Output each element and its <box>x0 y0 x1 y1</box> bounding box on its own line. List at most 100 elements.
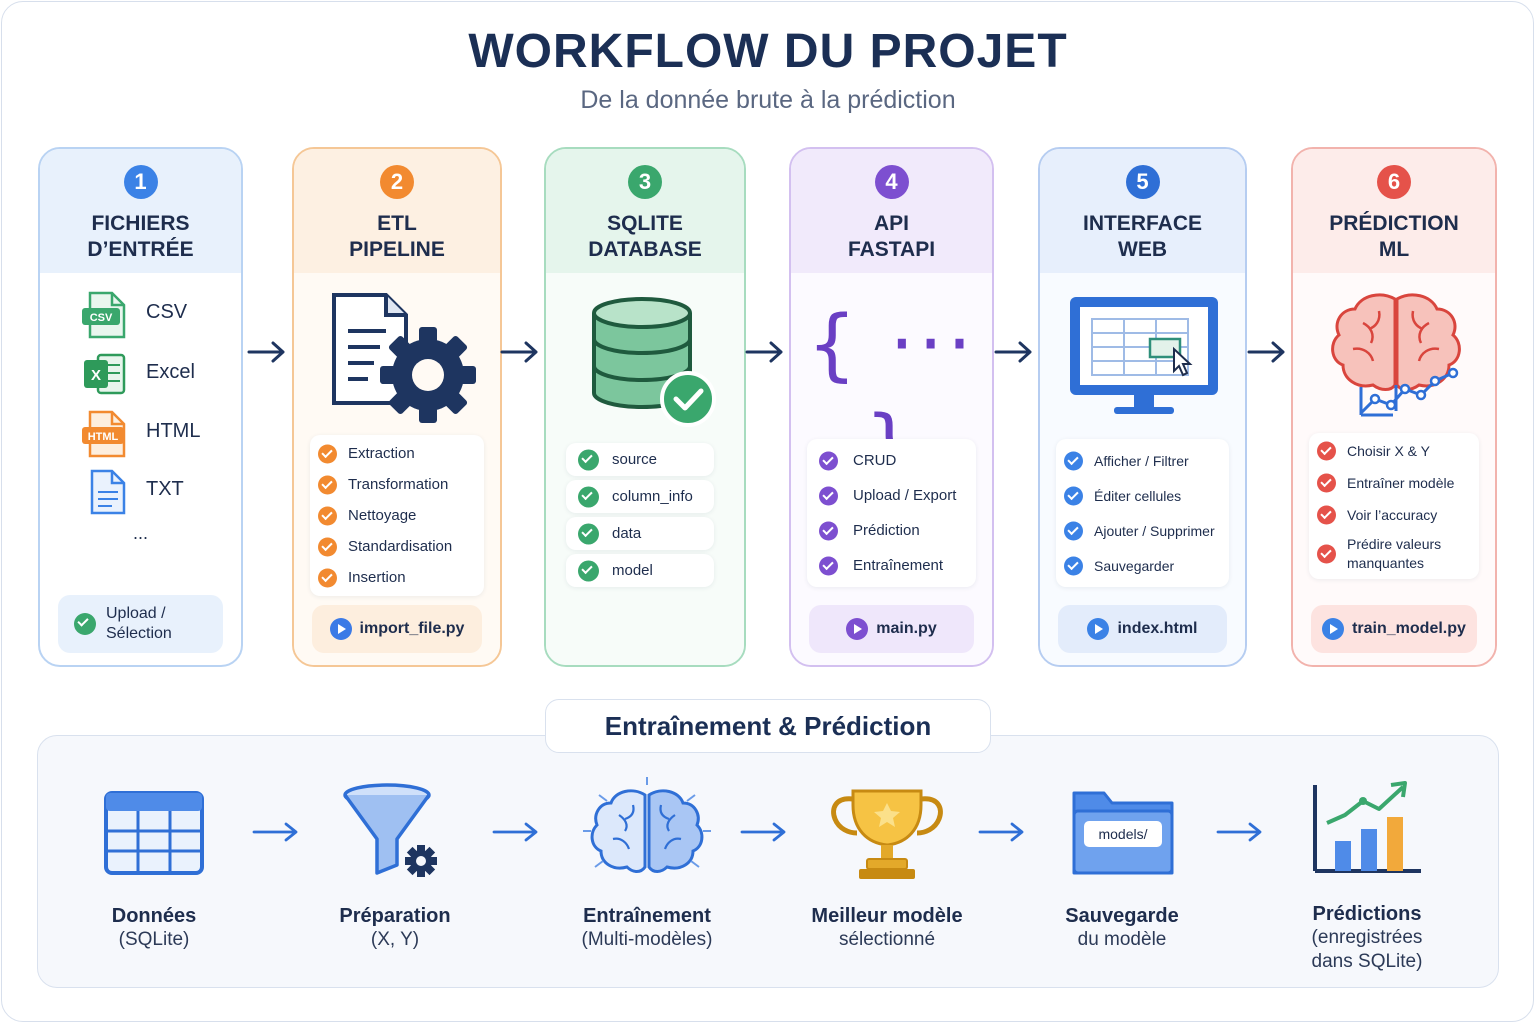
training-icon <box>819 556 838 575</box>
check-icon <box>1317 441 1336 461</box>
step-predictions: Prédictions (enregistrées dans SQLite) <box>1267 775 1467 974</box>
step-data: Données (SQLite) <box>54 775 254 952</box>
file-name: index.html <box>1117 620 1198 637</box>
step-sublabel: (SQLite) <box>118 929 190 950</box>
card-body: source column_info data model <box>546 273 744 665</box>
check-icon <box>318 537 337 556</box>
list-item: Sauvegarder <box>1056 548 1229 583</box>
card-body: Extraction Transformation Nettoyage Stan… <box>294 273 500 665</box>
file-row-html: HTML HTML <box>80 410 240 460</box>
step-sublabel: (enregistrées <box>1311 927 1423 948</box>
database-check-icon <box>592 297 716 427</box>
list-item: Insertion <box>310 562 484 593</box>
file-label: TXT <box>146 478 184 500</box>
step-label: Entraînement <box>583 905 711 927</box>
step-label: Sauvegarde <box>1065 905 1179 927</box>
ml-step-list: Choisir X & Y Entraîner modèle Voir l’ac… <box>1309 433 1479 579</box>
step-preparation: Préparation (X, Y) <box>295 775 495 952</box>
play-icon <box>329 618 352 640</box>
check-icon <box>74 613 96 635</box>
step-sublabel: dans SQLite) <box>1311 951 1423 972</box>
filter-icon <box>1064 451 1083 470</box>
step-number-badge: 6 <box>1377 165 1411 199</box>
list-item: Transformation <box>310 469 484 500</box>
list-item: Extraction <box>310 438 484 469</box>
file-pill-main[interactable]: main.py <box>809 605 974 653</box>
training-prediction-panel <box>37 735 1499 988</box>
step-number-badge: 2 <box>380 165 414 199</box>
list-item: source <box>566 443 714 476</box>
check-icon <box>1317 505 1336 525</box>
step-number-badge: 1 <box>123 165 158 199</box>
check-icon <box>578 523 599 544</box>
list-item: Éditer cellules <box>1056 478 1229 513</box>
card-body: Choisir X & Y Entraîner modèle Voir l’ac… <box>1293 273 1495 665</box>
folder-icon: models/ <box>1072 791 1174 875</box>
file-label: Excel <box>146 361 195 383</box>
card-body: CSV CSV X Excel <box>40 273 241 665</box>
file-row-txt: TXT <box>80 468 240 518</box>
page-subtitle: De la donnée brute à la prédiction <box>580 86 956 114</box>
trophy-icon <box>831 789 943 879</box>
check-icon <box>318 475 337 494</box>
step-number-badge: 3 <box>628 165 662 199</box>
list-item: Prédiction <box>807 513 976 548</box>
svg-text:X: X <box>91 367 101 384</box>
list-item: model <box>566 554 714 587</box>
list-item: column_info <box>566 480 714 513</box>
check-icon <box>1317 473 1336 493</box>
arrow-right-icon <box>994 341 1032 363</box>
arrow-right-icon <box>1216 822 1262 842</box>
arrow-right-icon <box>252 822 298 842</box>
table-icon <box>104 791 204 875</box>
step-label: Préparation <box>339 905 451 927</box>
excel-file-icon: X <box>84 353 126 395</box>
step-save-model: models/ Sauvegarde du modèle <box>1022 775 1222 952</box>
list-item: Nettoyage <box>310 500 484 531</box>
check-icon <box>578 486 599 507</box>
check-icon <box>578 560 599 581</box>
table-list: source column_info data model <box>566 443 714 587</box>
check-icon <box>318 444 337 463</box>
list-item: Entraîner modèle <box>1309 467 1479 499</box>
arrow-right-icon <box>247 341 285 363</box>
arrow-right-icon <box>492 822 538 842</box>
file-row-excel: X Excel <box>80 351 240 401</box>
upload-label: Upload /Sélection <box>106 605 172 642</box>
svg-text:models/: models/ <box>1098 826 1147 842</box>
file-name: main.py <box>876 620 937 637</box>
upload-selection-pill[interactable]: Upload /Sélection <box>58 595 223 653</box>
file-name: import_file.py <box>359 620 465 637</box>
arrow-right-icon <box>500 341 538 363</box>
step-label: Prédictions <box>1312 903 1422 925</box>
list-item: Standardisation <box>310 531 484 562</box>
check-icon <box>318 568 337 587</box>
csv-file-icon: CSV <box>82 291 126 339</box>
card-body: Afficher / Filtrer Éditer cellules Ajout… <box>1040 273 1245 665</box>
list-item: Prédire valeurs manquantes <box>1309 531 1479 577</box>
list-item: Choisir X & Y <box>1309 435 1479 467</box>
crud-icon <box>819 451 838 470</box>
file-label: CSV <box>146 301 188 323</box>
file-pill-index[interactable]: index.html <box>1058 605 1227 653</box>
step-label: Données <box>111 905 197 927</box>
html-file-icon <box>1087 618 1110 640</box>
page-title: WORKFLOW DU PROJET <box>468 25 1068 78</box>
file-pill-train[interactable]: train_model.py <box>1311 605 1477 653</box>
etl-step-list: Extraction Transformation Nettoyage Stan… <box>310 435 484 596</box>
web-feature-list: Afficher / Filtrer Éditer cellules Ajout… <box>1056 439 1229 587</box>
file-pill-import[interactable]: import_file.py <box>312 605 482 653</box>
bar-chart-trend-icon <box>1313 781 1421 873</box>
file-name: train_model.py <box>1352 620 1466 637</box>
step-sublabel: (Multi-modèles) <box>581 929 713 950</box>
arrow-right-icon <box>740 822 786 842</box>
